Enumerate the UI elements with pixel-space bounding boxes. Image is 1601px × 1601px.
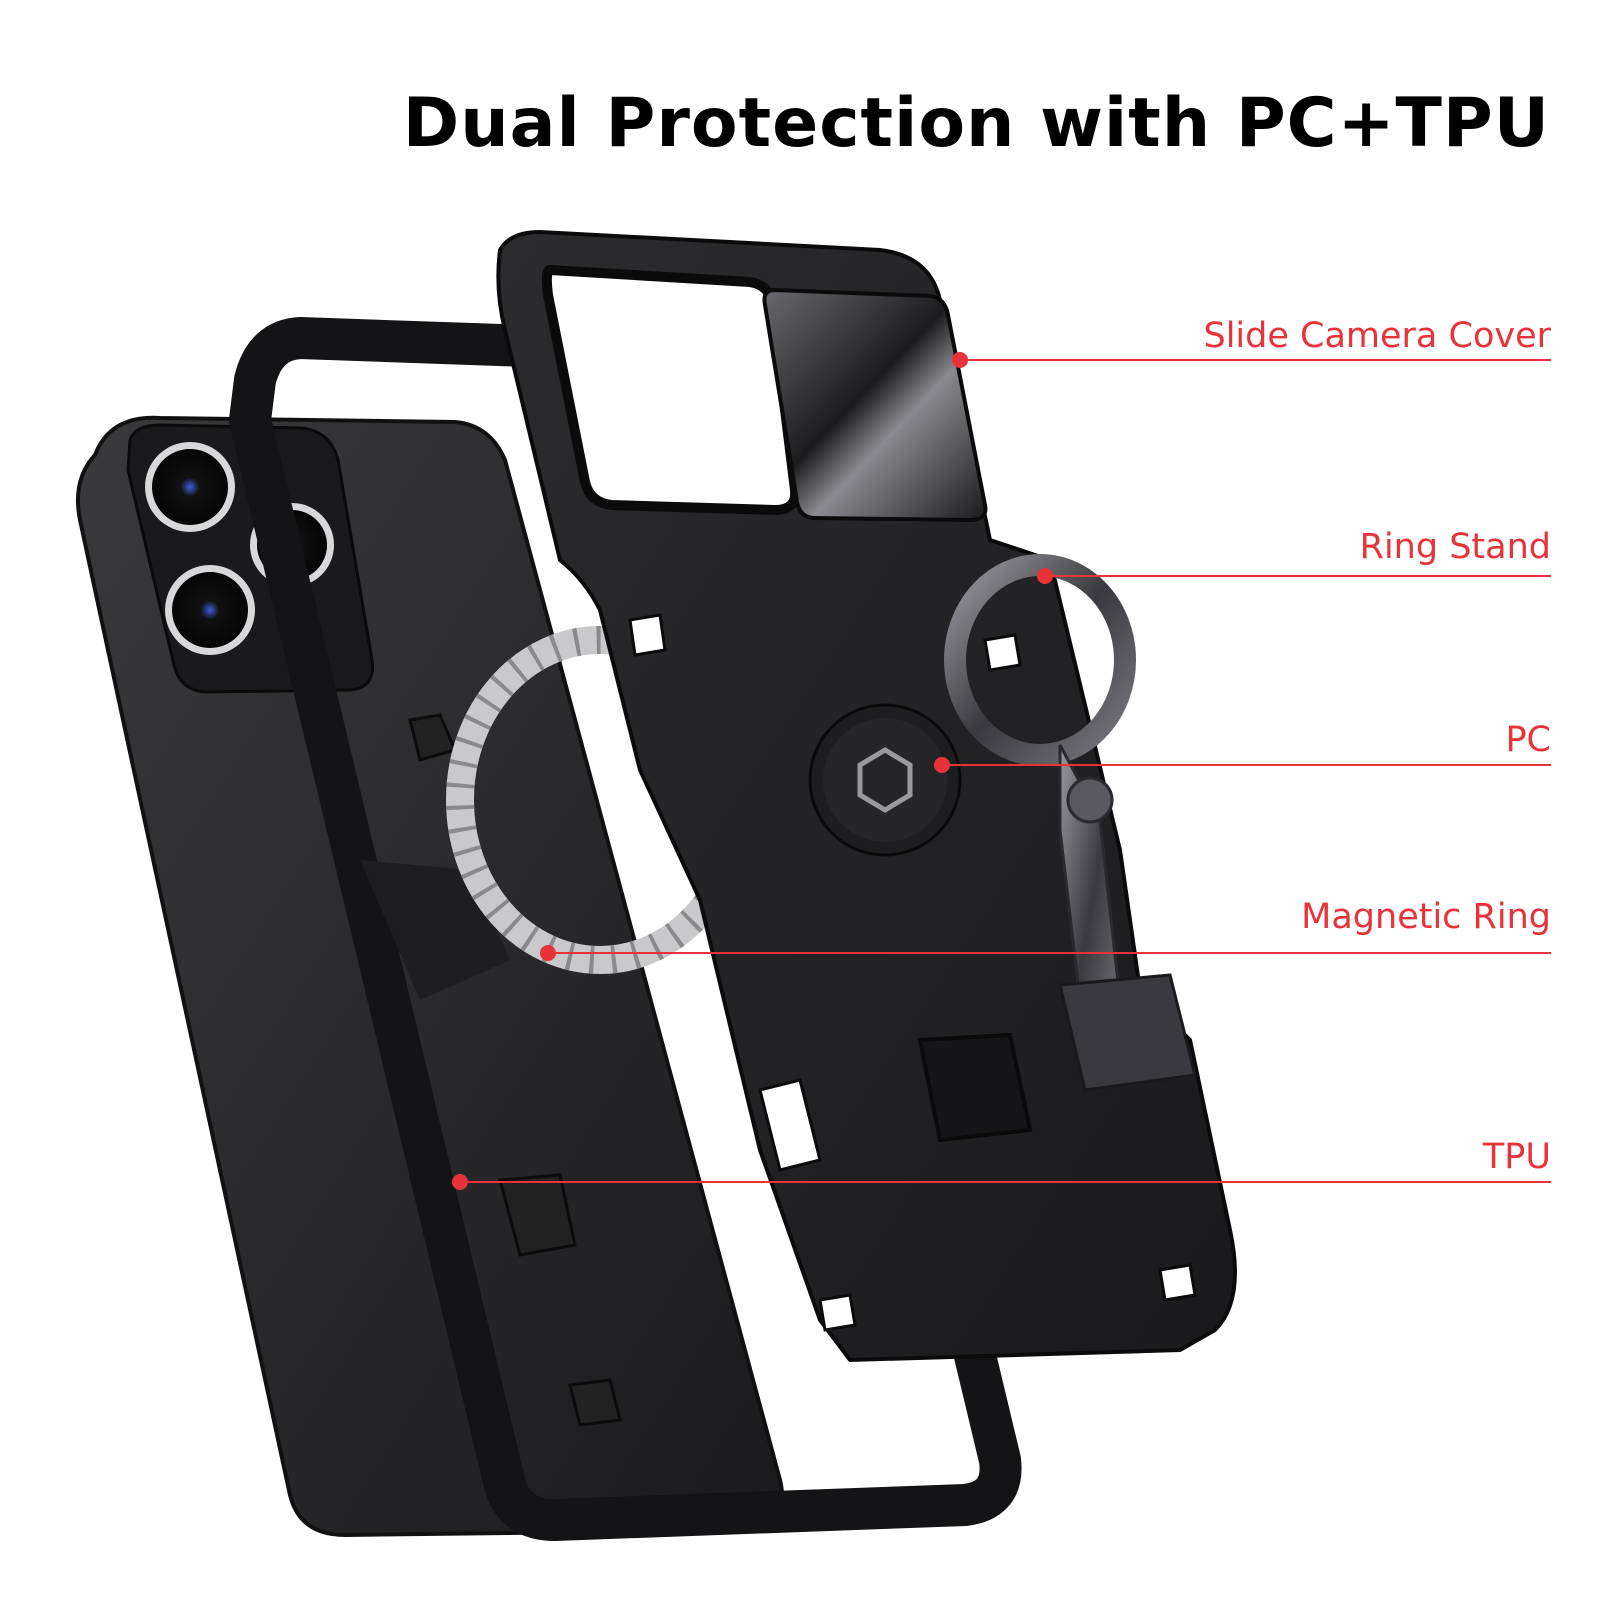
ring-stand [944,554,1197,1092]
callout-pc: PC [1505,720,1551,760]
callout-lines [452,352,1551,1190]
callout-dot-slide-camera-cover [952,352,968,368]
callout-dot-tpu [452,1174,468,1190]
callout-magnetic-ring: Magnetic Ring [1301,897,1551,937]
callout-ring-stand: Ring Stand [1359,527,1551,567]
callout-tpu: TPU [1482,1137,1551,1177]
headline: Dual Protection with PC+TPU [402,84,1550,163]
callout-slide-camera-cover: Slide Camera Cover [1203,316,1551,356]
tpu-bumper [229,317,1022,1541]
callout-dot-pc [934,757,950,773]
callout-dot-ring-stand [1037,568,1053,584]
callout-dot-magnetic-ring [540,945,556,961]
pc-shell [496,229,1237,1363]
